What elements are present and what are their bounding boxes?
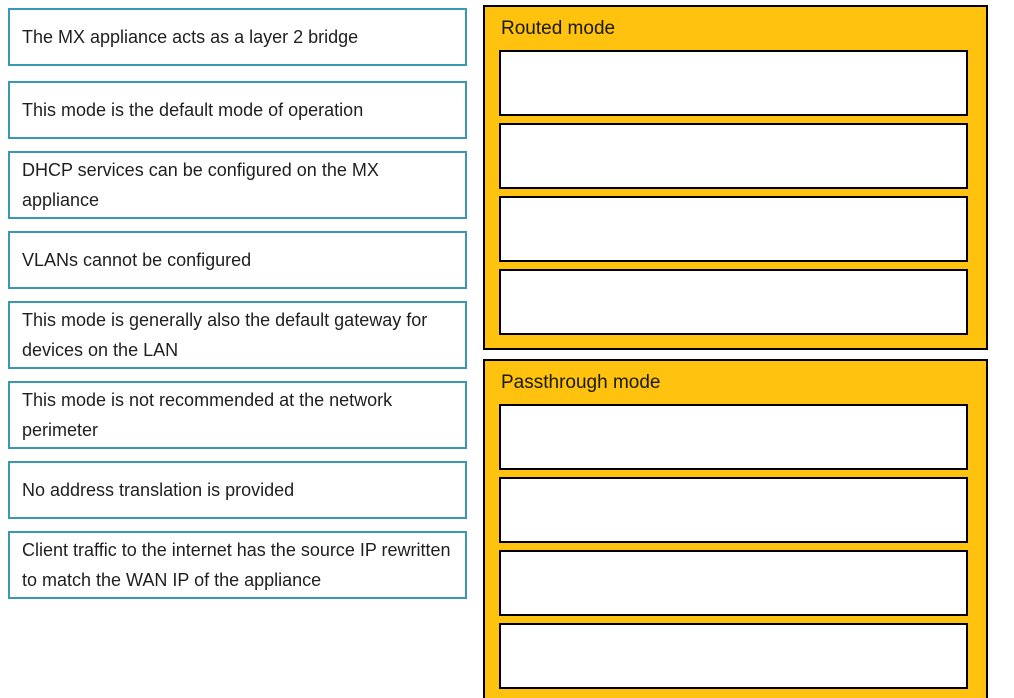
drop-slot[interactable] [499,623,968,689]
drop-slot[interactable] [499,550,968,616]
drop-groups-column: Routed mode Passthrough mode [483,5,988,698]
drop-group-title: Routed mode [501,18,616,39]
drop-slot[interactable] [499,123,968,189]
drag-item[interactable]: Client traffic to the internet has the s… [8,531,467,599]
drag-items-column: The MX appliance acts as a layer 2 bridg… [8,8,467,599]
drag-item[interactable]: This mode is not recommended at the netw… [8,381,467,449]
drop-slot[interactable] [499,477,968,543]
drop-slot[interactable] [499,269,968,335]
drag-item[interactable]: DHCP services can be configured on the M… [8,151,467,219]
drag-item[interactable]: The MX appliance acts as a layer 2 bridg… [8,8,467,66]
drag-item[interactable]: This mode is generally also the default … [8,301,467,369]
drop-group-passthrough-mode: Passthrough mode [483,359,988,698]
drop-slot[interactable] [499,404,968,470]
drop-slot[interactable] [499,196,968,262]
drop-group-title: Passthrough mode [501,372,661,393]
drop-group-routed-mode: Routed mode [483,5,988,350]
drop-slot[interactable] [499,50,968,116]
drag-item[interactable]: This mode is the default mode of operati… [8,81,467,139]
drag-item[interactable]: VLANs cannot be configured [8,231,467,289]
drag-item[interactable]: No address translation is provided [8,461,467,519]
